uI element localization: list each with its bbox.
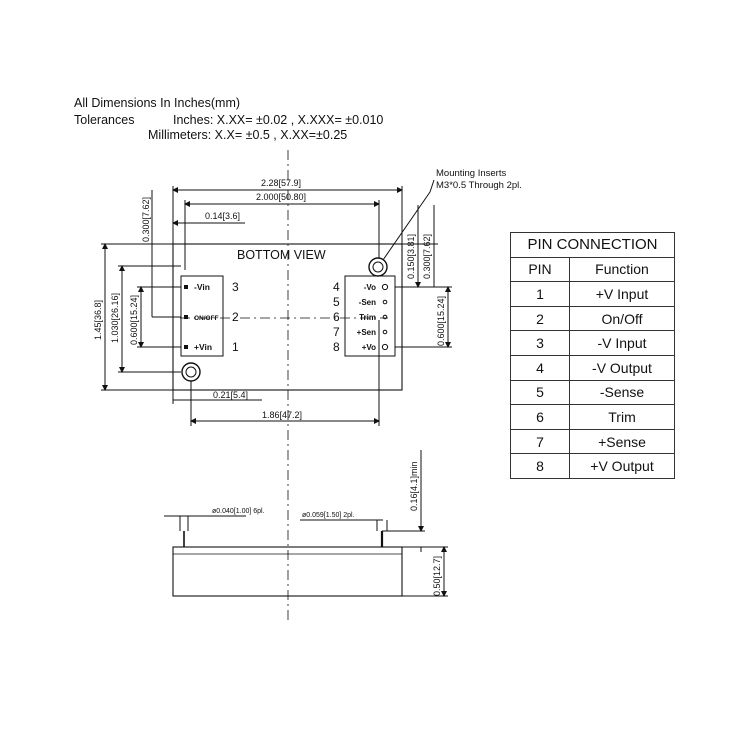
pin-number-cell: 1 [510, 281, 570, 307]
pin-function-cell: Trim [569, 404, 675, 430]
pin-function-cell: -Sense [569, 379, 675, 406]
dim-overall-width: 2.28[57.9] [261, 178, 301, 188]
left-pin-label: -Vin [194, 282, 210, 292]
mounting-note-line1: Mounting Inserts [436, 168, 506, 179]
right-pin-label: -Sen [359, 298, 376, 307]
pin-number-cell: 6 [510, 404, 570, 430]
pin-function-cell: -V Input [569, 330, 675, 356]
pin-number-cell: 7 [510, 428, 570, 455]
left-pin-marker [184, 345, 188, 349]
mounting-insert-top-inner [372, 261, 384, 273]
table-row: 7+Sense [510, 428, 675, 455]
right-pin-label: +Vo [362, 343, 376, 352]
view-label: BOTTOM VIEW [237, 248, 326, 262]
mounting-insert-bottom-inner [185, 366, 197, 378]
pin-function-cell: +V Input [569, 281, 675, 307]
mounting-insert-top [368, 257, 388, 277]
table-row: 4-V Output [510, 354, 675, 381]
left-pin-marker [184, 315, 188, 319]
right-pin-frame [344, 275, 396, 357]
side-view-body [172, 546, 403, 597]
pin-4-circle [381, 283, 389, 291]
dim-pin-offset: 0.14[3.6] [205, 211, 240, 221]
pin-number-cell: 5 [510, 379, 570, 406]
dim-pin-diameter-right: ø0.059[1.50] 2pl. [302, 512, 355, 519]
dim-overall-height: 1.45[36.8] [93, 300, 103, 340]
mounting-insert-bottom [181, 362, 201, 382]
pin-number-cell: 3 [510, 330, 570, 356]
table-row: 1+V Input [510, 281, 675, 307]
right-pin-number: 5 [333, 295, 340, 309]
dim-bottom-offset: 0.21[5.4] [213, 390, 248, 400]
pin-function-cell: -V Output [569, 354, 675, 381]
tolerances-millimeters: Millimeters: X.X= ±0.5 , X.XX=±0.25 [148, 128, 348, 142]
tolerances-inches: Inches: X.XX= ±0.02 , X.XXX= ±0.010 [173, 113, 384, 127]
dim-top-offset: 0.300[7.62] [141, 197, 151, 242]
pin-table-title: PIN CONNECTION [510, 232, 675, 258]
dim-pin-row-spacing: 1.86[47.2] [262, 410, 302, 420]
pin-function-cell: +V Output [569, 453, 675, 479]
left-pin-marker [184, 285, 188, 289]
table-row: 5-Sense [510, 379, 675, 406]
dim-right-offset-b: 0.300[7.62] [422, 234, 432, 279]
right-pin-number: 8 [333, 340, 340, 354]
pin-function-cell: +Sense [569, 428, 675, 455]
pin-5-circle [382, 299, 388, 305]
mounting-note-line2: M3*0.5 Through 2pl. [436, 180, 522, 191]
pin-7-circle [382, 329, 388, 335]
dim-pin-diameter-left: ø0.040[1.00] 6pl. [212, 508, 265, 515]
dim-pin-length: 0.16[4.1]min [409, 461, 419, 511]
right-pin-number: 7 [333, 325, 340, 339]
dim-left-pin-span: 0.600[15.24] [129, 295, 139, 345]
dimensions-note: All Dimensions In Inches(mm) [74, 96, 241, 110]
pin-8-circle [381, 343, 389, 351]
pin-column-header: PIN [510, 256, 570, 283]
left-pin-number: 1 [232, 340, 239, 354]
left-pin-frame [180, 275, 224, 357]
right-pin-number: 4 [333, 280, 340, 294]
right-pin-number: 6 [333, 310, 340, 324]
dim-body-height: 0.50[12.7] [432, 556, 442, 596]
function-column-header: Function [569, 256, 675, 283]
right-pin-label: -Vo [364, 283, 376, 292]
left-pin-label: +Vin [194, 342, 212, 352]
right-pin-label: +Sen [357, 328, 376, 337]
tolerances-label: Tolerances [74, 113, 135, 127]
left-pin-number: 2 [232, 310, 239, 324]
pin-function-cell: On/Off [569, 305, 675, 332]
dim-right-pin-span: 0.600[15.24] [436, 296, 446, 346]
dim-right-offset-a: 0.150[3.81] [406, 234, 416, 279]
pin-number-cell: 8 [510, 453, 570, 479]
pin-number-cell: 2 [510, 305, 570, 332]
dim-insert-spacing: 2.000[50.80] [256, 192, 306, 202]
pin-number-cell: 4 [510, 354, 570, 381]
dim-insert-vertical: 1.030[26.16] [110, 293, 120, 343]
table-row: 8+V Output [510, 453, 675, 479]
pin-6-circle [382, 314, 388, 320]
right-pin-label: Trim [359, 313, 376, 322]
left-pin-number: 3 [232, 280, 239, 294]
left-pin-label: ON/OFF [194, 315, 219, 322]
table-row: 3-V Input [510, 330, 675, 356]
